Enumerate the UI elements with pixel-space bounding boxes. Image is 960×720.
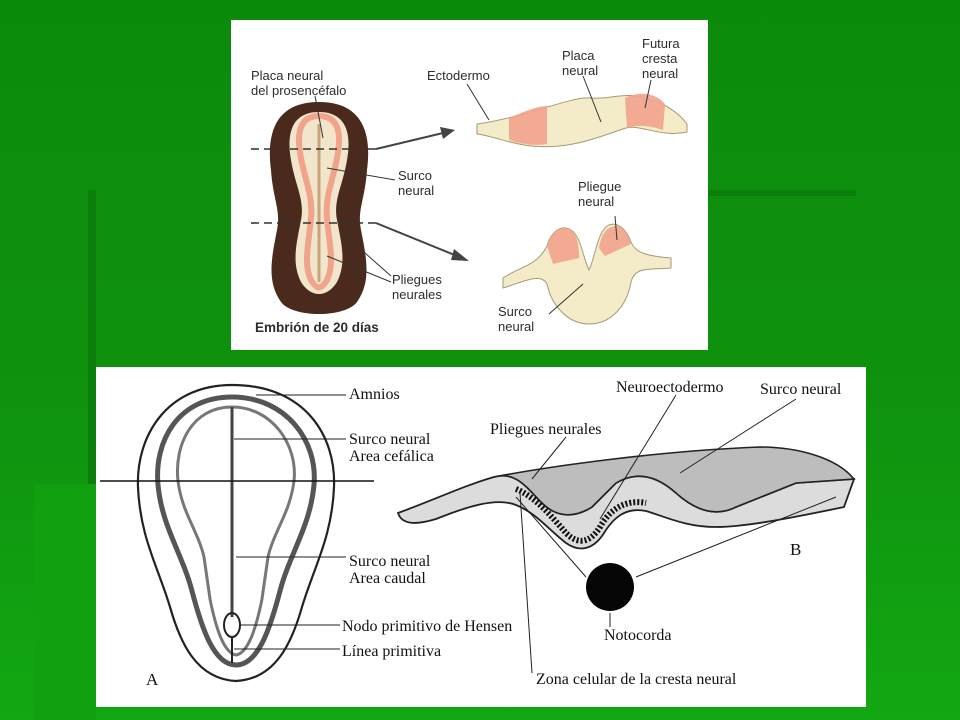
caption-embrion: Embrión de 20 días <box>255 320 379 335</box>
label-notocorda: Notocorda <box>604 627 672 644</box>
label-placa-neural: Placa neural <box>562 48 599 78</box>
embryo-dorsal-view <box>136 383 336 683</box>
neural-fold-section <box>502 223 672 325</box>
bg-band-lower <box>34 484 96 720</box>
label-surco-caudal: Surco neural Area caudal <box>349 553 431 587</box>
label-pliegues-neurales-b: Pliegues neurales <box>490 421 602 438</box>
label-amnios: Amnios <box>349 386 400 403</box>
label-surco-neural-top: Surco neural <box>398 168 435 198</box>
label-surco-neural-fold: Surco neural <box>498 304 535 334</box>
label-nodo-hensen: Nodo primitivo de Hensen <box>342 618 513 635</box>
label-pliegues-neurales: Pliegues neurales <box>392 272 442 302</box>
label-ectodermo: Ectodermo <box>427 68 490 83</box>
label-placa-prosencefalo: Placa neural del prosencéfalo <box>251 68 347 98</box>
label-zona-celular: Zona celular de la cresta neural <box>536 671 737 688</box>
label-surco-neural-b: Surco neural <box>760 381 842 398</box>
neural-groove-section <box>396 446 856 611</box>
neural-plate-diagram: Placa neural del prosencéfalo Ectodermo … <box>231 20 708 350</box>
bg-band-right <box>708 190 856 196</box>
label-futura-cresta: Futura cresta neural <box>642 36 680 81</box>
neural-plate-section <box>476 93 688 148</box>
neural-plate-drawing <box>251 75 688 325</box>
embryo-illustration <box>269 102 369 314</box>
label-linea-primitiva: Línea primitiva <box>342 643 442 660</box>
label-surco-cefalica: Surco neural Area cefálica <box>349 431 434 465</box>
label-pliegue-neural: Pliegue neural <box>578 179 622 209</box>
neural-groove-diagram: Amnios Surco neural Area cefálica Surco … <box>96 367 866 707</box>
label-letter-a: A <box>146 670 159 689</box>
neural-groove-drawing <box>100 383 856 683</box>
bg-band-left <box>88 190 96 490</box>
label-neuroectodermo: Neuroectodermo <box>616 379 724 396</box>
label-letter-b: B <box>790 540 802 559</box>
